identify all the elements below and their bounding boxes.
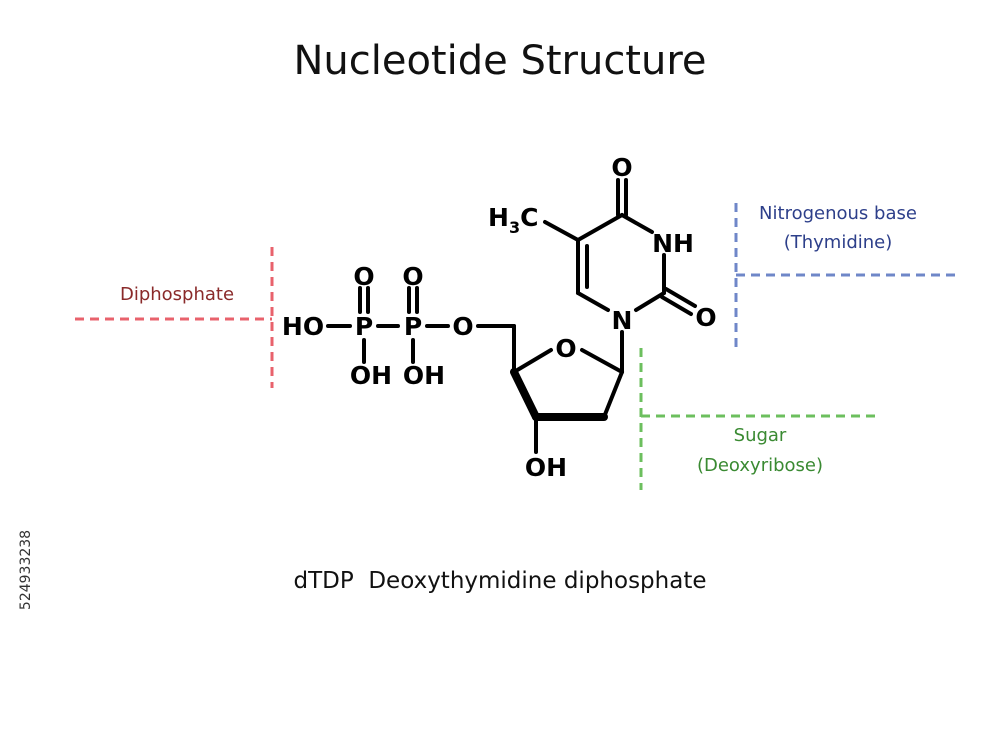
atom-ho-left: HO xyxy=(282,312,324,341)
atom-o-ring: O xyxy=(555,334,576,363)
compound-caption: dTDP Deoxythymidine diphosphate xyxy=(294,568,707,594)
diphosphate-label: Diphosphate xyxy=(120,284,234,305)
atom-methyl: H3C xyxy=(488,203,538,237)
atom-oh2: OH xyxy=(403,361,445,390)
atom-o-c2: O xyxy=(695,303,716,332)
atom-o-link: O xyxy=(452,312,473,341)
methyl-sub: 3 xyxy=(509,218,520,237)
atom-o-top2: O xyxy=(402,262,423,291)
bond-c3-c4-bold xyxy=(510,368,540,421)
diphosphate-bracket: Diphosphate xyxy=(75,247,274,388)
base-label-line1: Nitrogenous base xyxy=(759,203,917,224)
atom-labels: HO P P O O OH OH O O OH N NH O O H3C xyxy=(282,153,717,482)
atom-n1: N xyxy=(612,306,633,335)
bond-n1-c6 xyxy=(576,291,610,312)
bond-oring-c1 xyxy=(580,348,624,374)
sugar-label-line1: Sugar xyxy=(734,425,787,446)
atom-oh-sugar: OH xyxy=(525,453,567,482)
bond-c4-n3 xyxy=(620,213,654,234)
sugar-label-line2: (Deoxyribose) xyxy=(697,455,823,476)
bond-c5-ch3 xyxy=(543,220,580,242)
page-title: Nucleotide Structure xyxy=(293,38,706,84)
bond-c2-o-double-a xyxy=(664,287,697,308)
methyl-c: C xyxy=(520,203,538,232)
atom-oh1: OH xyxy=(350,361,392,390)
bond-c4-oring xyxy=(512,348,553,374)
base-bracket: Nitrogenous base (Thymidine) xyxy=(734,203,958,348)
side-id: 524933238 xyxy=(18,530,34,610)
base-label-line2: (Thymidine) xyxy=(784,232,893,253)
bond-c1-c2 xyxy=(602,370,624,419)
sugar-bracket: Sugar (Deoxyribose) xyxy=(639,348,880,490)
bond-c5-c4 xyxy=(576,213,624,242)
atom-p2: P xyxy=(404,312,422,341)
atom-nh: NH xyxy=(652,229,694,258)
bond-c2-n1 xyxy=(634,291,666,312)
methyl-h: H xyxy=(488,203,509,232)
atom-p1: P xyxy=(355,312,373,341)
bond-c2-o-double-b xyxy=(660,295,693,316)
molecule-bonds xyxy=(326,178,697,454)
atom-o-c4: O xyxy=(611,153,632,182)
atom-o-top1: O xyxy=(353,262,374,291)
